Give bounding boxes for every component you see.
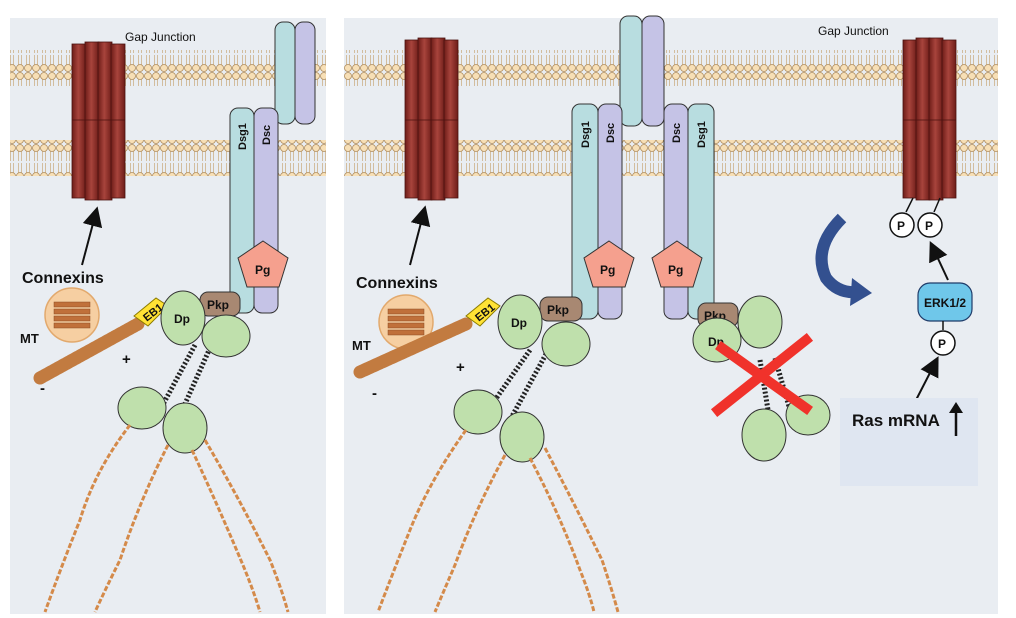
ras-mrna-label: Ras mRNA [852,411,940,430]
pkp-left-label: Pkp [547,303,569,317]
plakoglobin-left [583,240,635,288]
dp-left-label: Dp [511,316,527,330]
connexin-channel-right [902,37,957,213]
desmoplakin-left [453,294,591,463]
curved-arrowhead [850,278,872,306]
microtubule [33,317,145,385]
ras-to-erk-arrow [914,356,939,403]
erk-to-p-arrow [929,240,949,281]
connexin-arrow [81,206,103,266]
connexins-label-right: Connexins [356,275,438,292]
phosphate-2-label: P [925,219,933,233]
connexin-vesicle [44,287,100,343]
cadherin-extracellular-lavender [641,15,665,127]
pg-label: Pg [255,263,270,277]
dsg1-label: Dsg1 [237,123,249,150]
minus-label-right: - [372,385,377,402]
plakophilin-left [539,296,583,322]
phosphate-1: P [889,212,915,238]
phosphate-2: P [917,212,943,238]
up-arrow-icon [949,402,963,436]
cadherin-extracellular-teal [619,15,643,127]
intermediate-filaments-right [376,429,620,613]
plus-label: + [122,351,131,368]
plus-label-right: + [456,359,465,376]
minus-label: - [40,380,45,397]
microtubule-right [353,317,473,379]
connexin-channel [71,41,126,201]
plakoglobin [237,240,289,288]
curved-arrow [815,213,859,299]
erk-protein [917,282,973,322]
dsc-label: Dsc [261,125,273,145]
dsg1-right-label: Dsg1 [696,121,708,148]
desmoplakin [117,290,251,454]
gap-junction-label-right: Gap Junction [818,24,889,38]
dsc-left-label: Dsc [605,123,617,143]
connexin-channel-right-left [404,37,459,201]
dsg1-left-label: Dsg1 [580,121,592,148]
pkp-label: Pkp [207,298,229,312]
erk-phosphate [930,330,956,356]
pg-right-label: Pg [668,263,683,277]
right-panel: Gap Junction Connexins MT - + EB1 [344,15,998,614]
gap-junction-label: Gap Junction [125,30,196,44]
intermediate-filaments [43,424,290,613]
left-panel: Gap Junction Connexins MT - + EB1 [10,18,326,614]
erk-phosphate-label: P [938,337,946,351]
upper-membrane [10,50,326,86]
pg-left-label: Pg [600,263,615,277]
lower-membrane [10,140,326,176]
phosphate-1-label: P [897,219,905,233]
dp-label: Dp [174,312,190,326]
dsc-right-label: Dsc [671,123,683,143]
connexin-arrow-right [409,205,431,266]
mt-label-right: MT [352,338,371,353]
disruption-x-mark [710,332,814,418]
mt-label: MT [20,331,39,346]
connexins-label: Connexins [22,270,104,287]
erk-label: ERK1/2 [924,296,966,310]
plakoglobin-right [651,240,703,288]
